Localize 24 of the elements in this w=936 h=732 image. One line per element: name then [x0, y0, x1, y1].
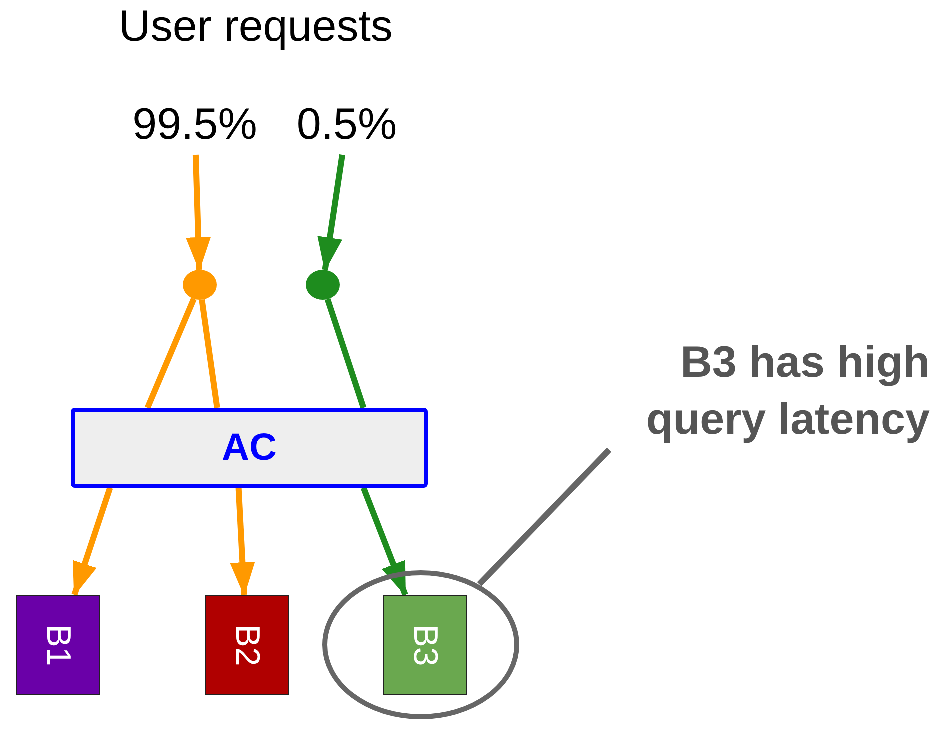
arrow [186, 154, 212, 272]
box-label: B3 [406, 624, 444, 666]
leader-line [145, 298, 197, 410]
leader-line [477, 448, 612, 587]
arrow [318, 154, 346, 272]
percentage-label: 0.5% [296, 100, 398, 150]
highlight-ellipse [322, 570, 520, 720]
backend-box [205, 595, 289, 695]
arrow [230, 488, 256, 596]
callout-text: B3 has high query latency [645, 336, 930, 446]
process-box [71, 408, 428, 488]
junction-dot [306, 270, 340, 300]
arrow [72, 487, 114, 596]
title: User requests [118, 2, 394, 52]
leader-line [324, 298, 367, 409]
arrow [360, 486, 408, 596]
percentage-label: 99.5% [132, 100, 258, 150]
box-label: B2 [228, 624, 266, 666]
backend-box [16, 595, 100, 695]
backend-box [383, 595, 467, 695]
junction-dot [183, 270, 217, 300]
box-label: AC [222, 426, 277, 470]
leader-line [199, 299, 220, 408]
box-label: B1 [38, 624, 78, 666]
